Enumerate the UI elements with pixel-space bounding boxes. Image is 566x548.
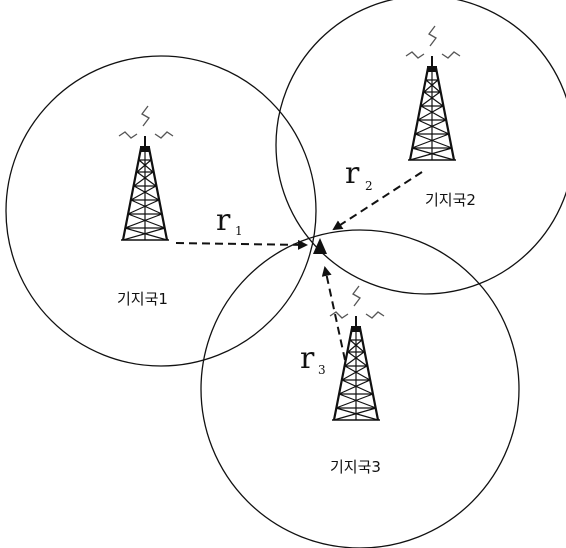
coverage-circle-1 [5, 55, 317, 367]
station-label-1: 기지국1 [117, 290, 168, 308]
distance-arrow-3 [321, 266, 346, 361]
distance-arrow-2 [332, 171, 423, 231]
tower-icon-1 [118, 105, 174, 242]
station-label-2: 기지국2 [425, 191, 476, 209]
mobile-terminal-icon [313, 238, 327, 254]
tower-icon-2 [405, 25, 461, 162]
coverage-circle-3 [200, 229, 520, 548]
tower-icon-3 [329, 285, 385, 422]
distance-label-r2: r [345, 156, 360, 191]
distance-arrow-1 [175, 239, 308, 250]
coverage-circle-2 [275, 0, 566, 295]
distance-label-r3: r [300, 341, 315, 376]
station-label-3: 기지국3 [330, 458, 381, 476]
distance-label-r1: r [216, 203, 231, 238]
distance-sub-r3: 3 [318, 363, 326, 377]
distance-sub-r1: 1 [235, 224, 243, 238]
distance-sub-r2: 2 [365, 179, 373, 193]
